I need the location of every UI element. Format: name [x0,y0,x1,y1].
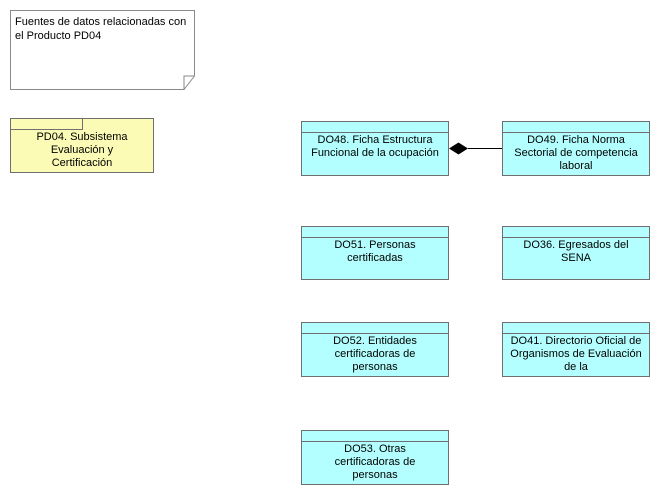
entity-do53[interactable]: DO53. Otras certificadoras de personas [301,430,449,485]
entity-label: DO52. Entidades certificadoras de person… [333,335,417,373]
entity-tab [302,431,448,442]
entity-tab [503,227,649,238]
entity-label: DO36. Egresados del SENA [523,239,629,264]
entity-do48[interactable]: DO48. Ficha Estructura Funcional de la o… [301,121,449,176]
entity-do41[interactable]: DO41. Directorio Oficial de Organismos d… [502,322,650,377]
entity-do36[interactable]: DO36. Egresados del SENA [502,226,650,280]
entity-tab [503,122,649,133]
package-tab [11,119,83,130]
entity-label: DO53. Otras certificadoras de personas [334,443,416,481]
diagram-note: Fuentes de datos relacionadas con el Pro… [15,16,187,42]
entity-label: DO41. Directorio Oficial de Organismos d… [510,335,642,373]
composition-diamond [449,142,468,155]
note-shape [10,10,195,90]
entity-do52[interactable]: DO52. Entidades certificadoras de person… [301,322,449,377]
entity-label: DO48. Ficha Estructura Funcional de la o… [311,134,439,159]
note-fold [183,75,195,90]
package-label: PD04. Subsistema Evaluación y Certificac… [36,131,128,169]
entity-tab [302,323,448,334]
entity-tab [302,227,448,238]
entity-tab [302,122,448,133]
entity-label: DO49. Ficha Norma Sectorial de competenc… [514,134,638,172]
entity-label: DO51. Personas certificadas [334,239,416,264]
entity-do51[interactable]: DO51. Personas certificadas [301,226,449,280]
entity-do49[interactable]: DO49. Ficha Norma Sectorial de competenc… [502,121,650,176]
package-pd04[interactable]: PD04. Subsistema Evaluación y Certificac… [10,118,154,173]
entity-tab [503,323,649,334]
